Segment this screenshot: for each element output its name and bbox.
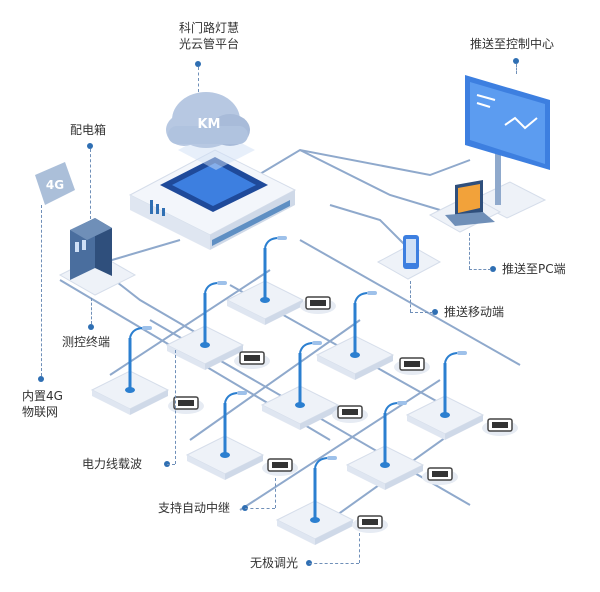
cloud-icon [166, 92, 255, 170]
link-grid-g [239, 379, 441, 511]
streetlight-tile-2 [165, 281, 245, 370]
dimming-label: 无极调光 [250, 556, 299, 570]
pc-leader-h [469, 269, 491, 270]
mobile-leader-h [410, 312, 433, 313]
streetlight-tile-3 [315, 291, 395, 380]
cloud-logo: KM [197, 117, 220, 132]
platform-leader [198, 67, 199, 92]
controller-chip-6 [482, 418, 518, 436]
link-grid-f [189, 319, 361, 441]
iot-label-dot [38, 376, 44, 382]
mobile-label-dot [432, 309, 438, 315]
controller-chip-1 [300, 296, 336, 314]
iot-label-line1: 内置4G [22, 389, 63, 403]
four-g-label: 4G [46, 178, 64, 192]
iot-leader [41, 205, 42, 376]
iot-label-line2: 物联网 [22, 405, 59, 419]
terminal-label-dot [88, 324, 94, 330]
laptop-icon [428, 180, 502, 233]
relay-leader-h [245, 508, 275, 509]
link-platform-to-pc [299, 149, 441, 211]
mobile-label: 推送移动端 [444, 305, 505, 319]
controller-chip-7 [262, 458, 298, 476]
platform-base [128, 149, 297, 250]
streetlight-tile-5 [260, 341, 340, 430]
link-grid-e [109, 269, 271, 376]
dimming-leader [359, 533, 360, 563]
pc-label: 推送至PC端 [502, 262, 566, 276]
link-platform-to-mobile [329, 204, 406, 246]
terminal-label: 测控终端 [62, 335, 111, 349]
plc-label: 电力线载波 [82, 457, 143, 471]
controller-chip-9 [352, 515, 388, 533]
platform-label-dot [195, 61, 201, 67]
mobile-leader [410, 281, 411, 312]
streetlight-tile-9 [275, 456, 355, 545]
pc-label-dot [490, 266, 496, 272]
dimming-leader-h [309, 563, 359, 564]
distribution-box-label-dot [87, 143, 93, 149]
streetlight-grid [90, 236, 485, 545]
streetlight-tile-8 [345, 401, 425, 490]
controller-chip-3 [394, 357, 430, 375]
platform-label-line1: 科门路灯慧 [178, 21, 239, 35]
streetlight-tile-6 [405, 351, 485, 440]
controller-chip-2 [234, 351, 270, 369]
controller-chip-8 [422, 467, 458, 485]
plc-leader [175, 350, 176, 464]
distribution-box-icon [58, 218, 137, 296]
streetlight-tile-7 [185, 391, 265, 480]
control-center-leader [516, 64, 517, 74]
phone-icon [376, 235, 442, 280]
terminal-leader [91, 298, 92, 324]
control-center-label-dot [513, 58, 519, 64]
iot-label: 内置4G 物联网 [22, 388, 63, 420]
streetlight-tile-4 [90, 326, 170, 415]
link-platform-to-control [249, 148, 471, 181]
relay-leader [275, 478, 276, 508]
relay-label: 支持自动中继 [158, 501, 231, 515]
plc-leader-h [167, 464, 175, 465]
platform-label: 科门路灯慧 光云管平台 [166, 20, 252, 52]
control-center-label: 推送至控制中心 [470, 37, 555, 51]
controller-chip-5 [332, 405, 368, 423]
distribution-box-label: 配电箱 [70, 123, 107, 137]
controller-chip-4 [168, 396, 204, 414]
distribution-box-leader [90, 149, 91, 219]
platform-label-line2: 光云管平台 [178, 37, 239, 51]
pc-leader [469, 233, 470, 269]
four-g-badge [35, 162, 75, 205]
controller-modules [168, 296, 518, 533]
streetlight-tile-1 [225, 236, 305, 325]
